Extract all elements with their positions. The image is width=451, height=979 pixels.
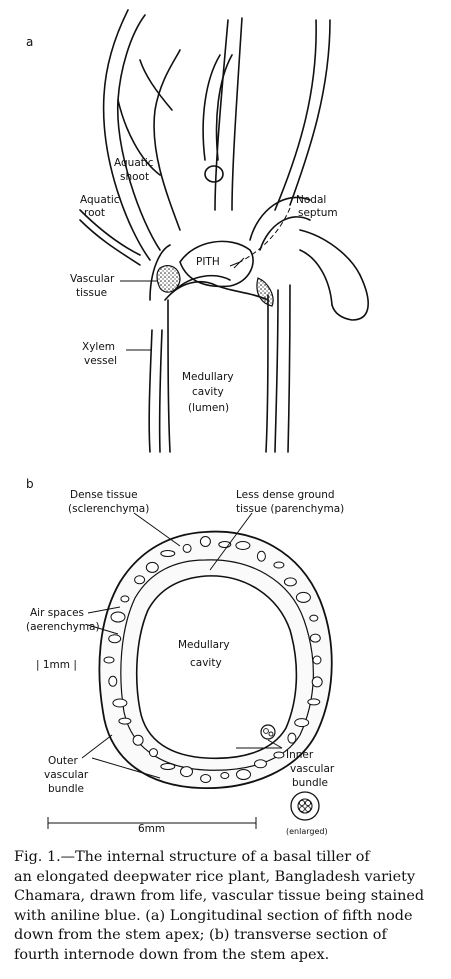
label-aquatic-shoot-2: shoot — [120, 171, 149, 183]
label-medullary-cavity-a-1: Medullary — [182, 371, 234, 383]
air-space — [312, 655, 322, 665]
label-aquatic-shoot-1: Aquatic — [114, 157, 154, 169]
air-space — [236, 769, 251, 780]
label-ground-tissue-2: tissue (parenchyma) — [236, 503, 344, 515]
air-space — [108, 675, 118, 687]
longitudinal-section-drawing — [79, 9, 369, 453]
label-medullary-cavity-a-2: cavity — [192, 386, 224, 398]
air-space — [199, 536, 211, 547]
label-inner-bundle-1: Inner — [286, 749, 314, 761]
panel-b-labels: Dense tissue (sclerenchyma) Less dense g… — [26, 489, 344, 836]
caption-line: fourth internode down from the stem apex… — [14, 946, 330, 963]
label-dense-tissue-2: (sclerenchyma) — [68, 503, 149, 515]
air-space — [103, 656, 115, 664]
air-space — [273, 561, 285, 569]
air-space — [145, 561, 159, 573]
label-outer-bundle-3: bundle — [48, 783, 84, 795]
label-nodal-septum-2: septum — [298, 207, 338, 219]
air-spaces-group — [103, 536, 323, 783]
label-aquatic-root-1: Aquatic — [80, 194, 120, 206]
label-air-spaces-1: Air spaces — [30, 607, 84, 619]
label-vascular-tissue-1: Vascular — [70, 273, 115, 285]
air-space — [108, 634, 122, 644]
label-scale-6mm: 6mm — [138, 823, 165, 835]
air-space — [149, 748, 158, 758]
air-space — [311, 676, 323, 688]
label-outer-bundle-2: vascular — [44, 769, 89, 781]
label-vascular-tissue-2: tissue — [76, 287, 107, 299]
panel-a-labels: Aquatic shoot Aquatic root Nodal septum … — [70, 157, 338, 414]
caption-line: an elongated deepwater rice plant, Bangl… — [14, 868, 416, 885]
caption-line: with aniline blue. (a) Longitudinal sect… — [14, 907, 413, 924]
label-inner-bundle-2: vascular — [290, 763, 335, 775]
label-air-spaces-2: (aerenchyma) — [26, 621, 100, 633]
air-space — [309, 633, 321, 643]
label-medullary-cavity-b-2: cavity — [190, 657, 222, 669]
air-space — [200, 774, 212, 783]
air-space — [160, 550, 176, 557]
air-space — [295, 591, 311, 603]
figure-caption: Fig. 1.—The internal structure of a basa… — [14, 848, 439, 966]
label-ground-tissue-1: Less dense ground — [236, 489, 335, 501]
caption-line: Chamara, drawn from life, vascular tissu… — [14, 888, 425, 905]
air-space — [235, 541, 251, 550]
panel-b-letter: b — [26, 477, 34, 491]
air-space — [118, 717, 132, 725]
label-enlarged: (enlarged) — [286, 827, 328, 836]
label-medullary-cavity-a-3: (lumen) — [188, 402, 229, 414]
air-space — [307, 698, 321, 706]
panel-b-pointers — [47, 512, 283, 829]
air-space — [283, 577, 297, 587]
label-xylem-vessel-1: Xylem — [82, 341, 115, 353]
air-space — [120, 595, 130, 603]
label-outer-bundle-1: Outer — [48, 755, 78, 767]
label-xylem-vessel-2: vessel — [84, 355, 117, 367]
air-space — [112, 698, 128, 708]
air-space — [287, 732, 297, 744]
enlarged-bundle — [290, 791, 320, 821]
air-space — [180, 766, 193, 778]
air-space — [220, 772, 230, 779]
panel-a-pointers — [120, 207, 291, 351]
air-space — [254, 759, 267, 769]
air-space — [110, 611, 126, 623]
air-space — [294, 718, 310, 728]
label-nodal-septum-1: Nodal — [296, 194, 326, 206]
label-medullary-cavity-b-1: Medullary — [178, 639, 230, 651]
vascular-tissue-patch-right — [256, 277, 274, 307]
air-space — [273, 751, 285, 759]
label-aquatic-root-2: root — [84, 207, 105, 219]
air-space — [182, 543, 192, 553]
air-space — [160, 763, 176, 770]
air-space — [134, 575, 146, 585]
label-scale-1mm: | 1mm | — [36, 659, 77, 671]
transverse-section-drawing — [98, 530, 333, 789]
label-inner-bundle-3: bundle — [292, 777, 328, 789]
caption-line: Fig. 1.—The internal structure of a basa… — [14, 849, 370, 865]
label-dense-tissue-1: Dense tissue — [70, 489, 138, 501]
air-space — [309, 614, 319, 622]
air-space — [132, 734, 144, 746]
panel-a-letter: a — [26, 35, 33, 49]
caption-line: down from the stem apex; (b) transverse … — [14, 927, 387, 944]
label-pith: PITH — [196, 256, 220, 268]
air-space — [256, 550, 266, 562]
vascular-tissue-patch-left — [156, 265, 181, 293]
